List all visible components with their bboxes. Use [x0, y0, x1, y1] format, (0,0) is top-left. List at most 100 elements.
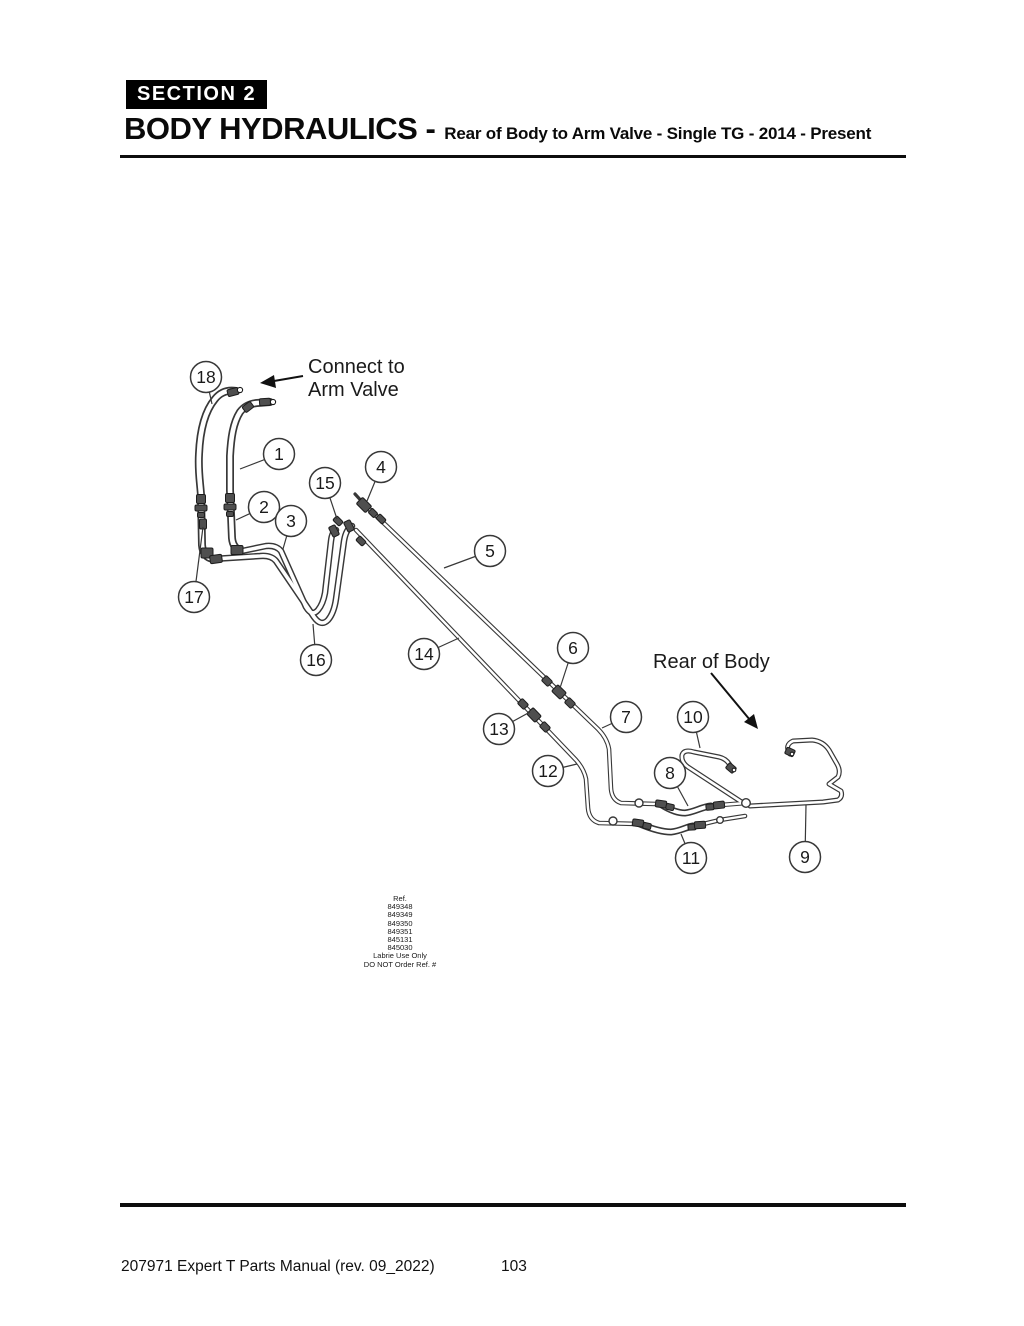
hose-end-cap: [269, 398, 277, 406]
section-badge-label: SECTION 2: [137, 83, 257, 105]
callout-number-14: 14: [414, 644, 434, 664]
callout-number-16: 16: [306, 650, 325, 670]
ref-block-line-2: 849348: [387, 902, 412, 911]
rear-of-body-arrow-shaft: [710, 672, 751, 721]
clamp-ring: [634, 798, 644, 808]
callout-circle-9: [788, 840, 822, 874]
fitting: [242, 401, 254, 413]
clamp-rings: [236, 386, 795, 826]
fitting: [356, 497, 372, 513]
fitting: [225, 493, 235, 503]
callout-circle-17: [177, 580, 211, 614]
connect-to-arm-valve-label-line1: Connect to: [308, 356, 405, 378]
callout-number-11: 11: [682, 848, 700, 868]
callout-circle-3: [274, 504, 308, 538]
fitting: [526, 707, 542, 723]
fitting: [539, 721, 551, 733]
clamp-ring: [716, 816, 725, 825]
ref-block-line-8: Labrie Use Only: [373, 951, 427, 960]
hose-end-cap: [236, 386, 244, 394]
fitting: [642, 822, 652, 830]
callout-number-2: 2: [259, 497, 269, 517]
fitting: [328, 524, 340, 538]
callout-circle-18: [189, 360, 223, 394]
callout-number-13: 13: [489, 719, 508, 739]
ref-block-line-5: 849351: [387, 927, 412, 936]
callout-number-4: 4: [376, 457, 386, 477]
fitting: [375, 513, 387, 525]
callout-circle-1: [262, 437, 296, 471]
callout-circle-13: [482, 712, 516, 746]
callout-number-9: 9: [800, 847, 810, 867]
fitting: [517, 698, 529, 710]
fitting: [196, 494, 206, 504]
fitting: [631, 818, 645, 828]
fitting: [564, 697, 576, 709]
footer-page-number: 103: [501, 1258, 527, 1275]
ref-block-line-1: Ref.: [393, 894, 407, 903]
fitting: [226, 511, 234, 517]
callout-number-8: 8: [665, 763, 675, 783]
hose-end-cap: [789, 751, 795, 757]
fitting: [194, 504, 208, 512]
fitting: [368, 508, 378, 518]
fitting: [693, 820, 707, 830]
callout-circle-16: [299, 643, 333, 677]
ref-block-line-6: 845131: [387, 935, 412, 944]
fitting: [355, 535, 367, 547]
callout-number-6: 6: [568, 638, 578, 658]
ref-block-line-3: 849349: [387, 910, 412, 919]
callout-circle-11: [674, 841, 708, 875]
page-title: BODY HYDRAULICS - Rear of Body to Arm Va…: [124, 111, 871, 147]
callout-number-7: 7: [621, 707, 631, 727]
callout-circle-14: [407, 637, 441, 671]
callout-circle-6: [556, 631, 590, 665]
callout-number-5: 5: [485, 541, 495, 561]
fitting: [258, 397, 272, 407]
callout-number-18: 18: [196, 367, 215, 387]
callout-number-15: 15: [315, 473, 334, 493]
arm-valve-arrow-shaft: [273, 375, 304, 382]
callout-number-1: 1: [274, 444, 284, 464]
fitting: [712, 800, 726, 810]
page-title-main: BODY HYDRAULICS -: [124, 111, 436, 146]
clamp-ring: [608, 816, 618, 826]
callout-circle-2: [247, 490, 281, 524]
header-rule: [120, 155, 906, 158]
fitting: [197, 512, 205, 518]
footer-manual-info: 207971 Expert T Parts Manual (rev. 09_20…: [121, 1258, 435, 1275]
section-badge: SECTION 2: [126, 80, 268, 109]
callout-circle-5: [473, 534, 507, 568]
fitting: [223, 503, 237, 511]
callout-circle-4: [364, 450, 398, 484]
callout-circle-15: [308, 466, 342, 500]
fitting: [209, 553, 223, 565]
fitting: [343, 519, 355, 533]
callout-circle-10: [676, 700, 710, 734]
callout-circle-12: [531, 754, 565, 788]
callout-number-10: 10: [683, 707, 703, 727]
page-title-subtitle: Rear of Body to Arm Valve - Single TG - …: [444, 124, 872, 143]
ref-block-line-9: DO NOT Order Ref. #: [364, 960, 437, 969]
fitting: [654, 799, 668, 809]
clamp-ring: [741, 798, 752, 809]
callout-number-12: 12: [538, 761, 557, 781]
fitting: [230, 545, 244, 555]
callout-circle-8: [653, 756, 687, 790]
callout-circle-7: [609, 700, 643, 734]
rear-of-body-arrow-head: [744, 714, 758, 729]
fitting: [541, 675, 553, 687]
ref-block-line-7: 845030: [387, 943, 412, 952]
fitting: [332, 515, 344, 527]
arm-valve-arrow-head: [260, 375, 276, 388]
fitting: [551, 684, 567, 700]
callout-number-3: 3: [286, 511, 296, 531]
fitting: [665, 803, 675, 811]
ref-block-line-4: 849350: [387, 919, 412, 928]
connect-to-arm-valve-label-line2: Arm Valve: [308, 379, 399, 401]
rear-of-body-label: Rear of Body: [653, 651, 770, 673]
